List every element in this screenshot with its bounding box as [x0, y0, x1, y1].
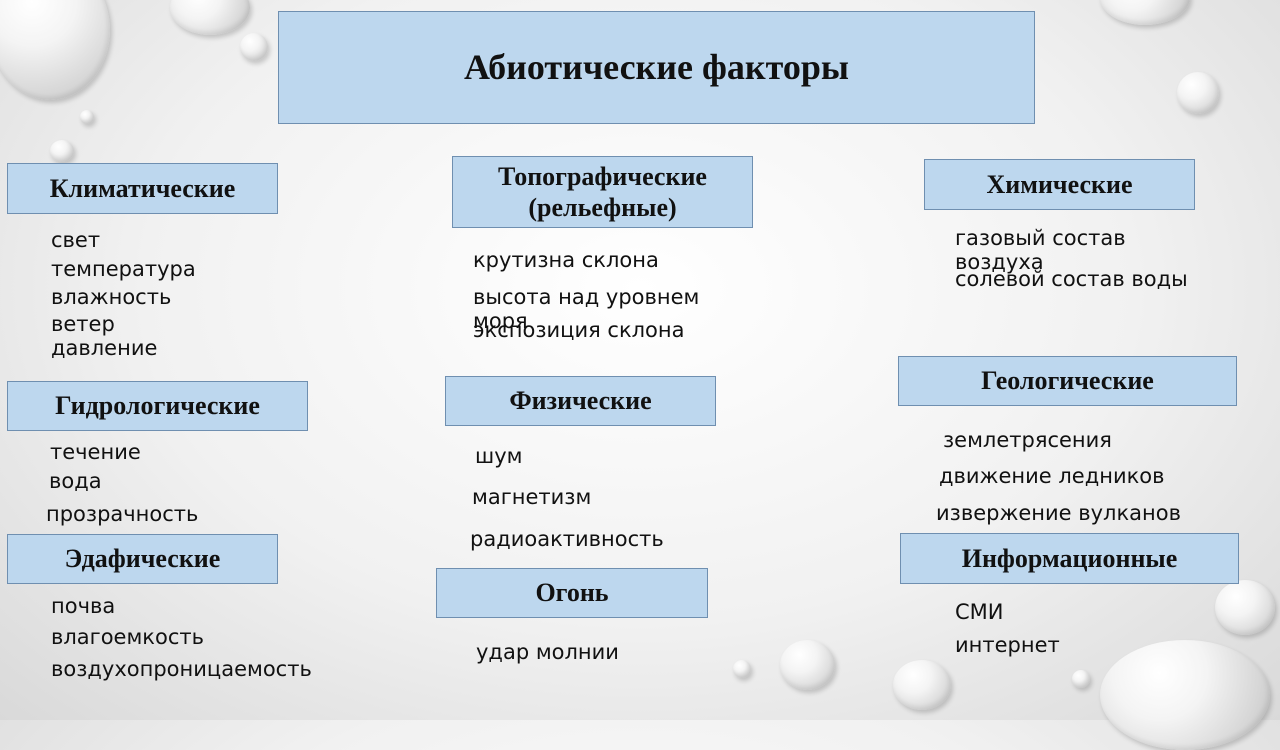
list-item: течение: [50, 440, 141, 464]
geological-items: землетрясения движение ледников извержен…: [936, 428, 1236, 528]
water-drop-decoration: [170, 0, 250, 35]
list-item: СМИ: [955, 600, 1004, 624]
water-drop-decoration: [240, 33, 268, 61]
water-drop-decoration: [1072, 670, 1090, 688]
water-drop-decoration: [0, 0, 110, 100]
category-chemical: Химические: [924, 159, 1195, 210]
list-item: крутизна склона: [473, 248, 659, 272]
list-item: землетрясения: [943, 428, 1112, 452]
list-item: газовый состав воздуха: [955, 226, 1126, 274]
list-item: шум: [475, 444, 523, 468]
list-item: давление: [51, 336, 158, 360]
category-fire: Огонь: [436, 568, 708, 618]
list-item: ветер: [51, 312, 115, 336]
list-item: высота над уровнем моря: [473, 285, 700, 333]
water-drop-decoration: [1215, 580, 1275, 635]
list-item: свет: [51, 228, 101, 252]
category-edaphic: Эдафические: [7, 534, 278, 584]
water-drop-decoration: [733, 660, 751, 678]
list-item: движение ледников: [939, 464, 1165, 488]
water-drop-decoration: [780, 640, 835, 690]
climatic-items: свет температура влажность ветер давлени…: [51, 228, 271, 368]
hydrological-items: течение вода прозрачность: [46, 440, 216, 550]
category-informational: Информационные: [900, 533, 1239, 584]
water-drop-decoration: [80, 110, 94, 124]
list-item: извержение вулканов: [936, 501, 1181, 525]
list-item: солевой состав воды: [955, 267, 1188, 291]
list-item: температура: [51, 257, 196, 281]
chemical-items: газовый состав воздуха солевой состав во…: [955, 226, 1235, 306]
category-climatic: Климатические: [7, 163, 278, 214]
physical-items: шум магнетизм радиоактивность: [470, 444, 710, 559]
list-item: экспозиция склона: [473, 318, 685, 342]
list-item: влажность: [51, 285, 172, 309]
list-item: интернет: [955, 633, 1060, 657]
topographic-items: крутизна склона высота над уровнем моря …: [473, 248, 743, 358]
water-drop-decoration: [1100, 0, 1190, 25]
category-hydrological: Гидрологические: [7, 381, 308, 431]
fire-items: удар молнии: [476, 640, 696, 670]
category-geological: Геологические: [898, 356, 1237, 406]
list-item: магнетизм: [472, 485, 592, 509]
list-item: вода: [49, 469, 102, 493]
list-item: влагоемкость: [51, 625, 204, 649]
water-drop-decoration: [50, 140, 74, 162]
informational-items: СМИ интернет: [955, 600, 1155, 670]
list-item: удар молнии: [476, 640, 619, 664]
list-item: прозрачность: [46, 502, 199, 526]
edaphic-items: почва влагоемкость воздухопроницаемость: [51, 594, 341, 714]
water-drop-decoration: [893, 660, 951, 710]
category-topographic: Топографические (рельефные): [452, 156, 753, 228]
list-item: воздухопроницаемость: [51, 657, 312, 681]
water-drop-decoration: [1177, 72, 1219, 114]
diagram-title: Абиотические факторы: [278, 11, 1035, 124]
list-item: почва: [51, 594, 116, 618]
category-physical: Физические: [445, 376, 716, 426]
list-item: радиоактивность: [470, 527, 664, 551]
